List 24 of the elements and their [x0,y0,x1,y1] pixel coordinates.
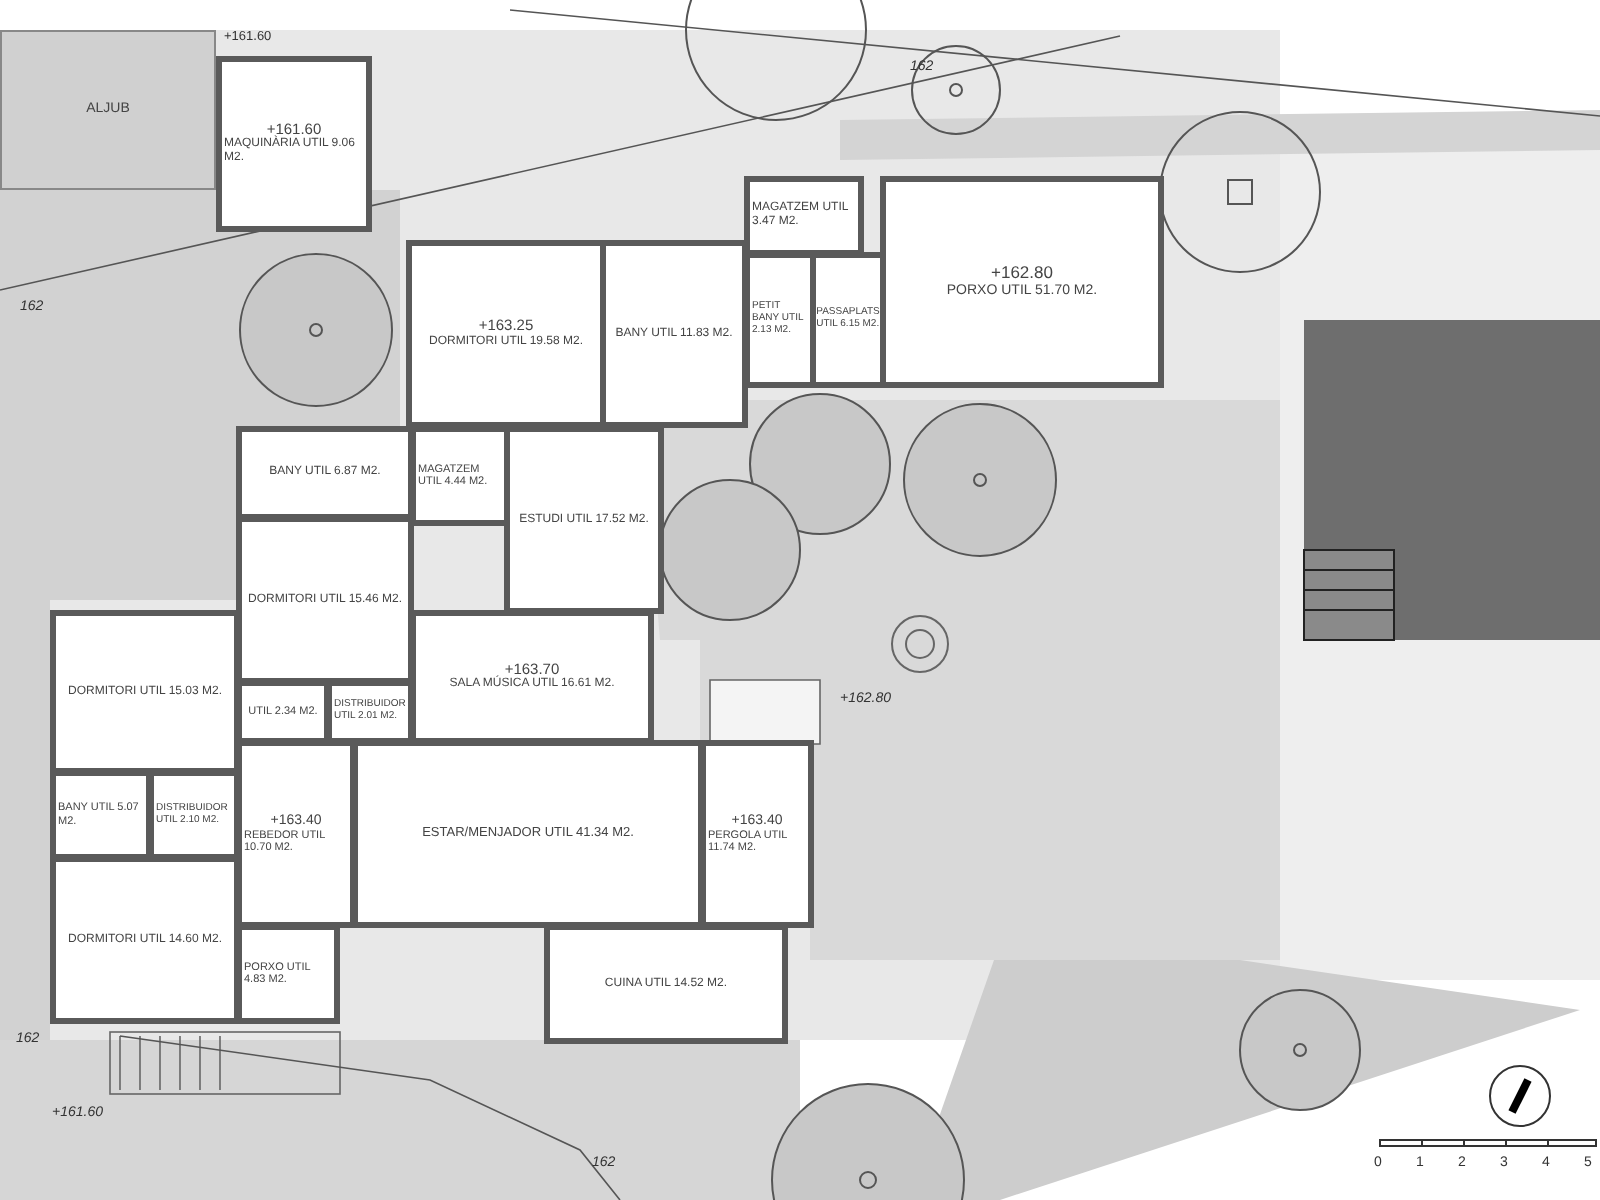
room [504,426,664,614]
room [236,924,340,1024]
room [744,176,864,256]
room [236,426,414,520]
room [216,56,372,232]
room [880,176,1164,388]
room [410,610,654,744]
water-tank [0,30,216,190]
room [600,240,748,428]
room [236,680,330,744]
room [50,856,240,1024]
room [50,610,240,774]
room [744,252,816,388]
room [410,426,510,526]
room [236,740,356,928]
room [406,240,606,428]
room [700,740,814,928]
room [326,680,414,744]
elevation-label: +162.80 [991,264,1053,284]
room [50,770,152,860]
room [810,252,886,388]
room [352,740,704,928]
room [236,516,414,684]
room [544,924,788,1044]
